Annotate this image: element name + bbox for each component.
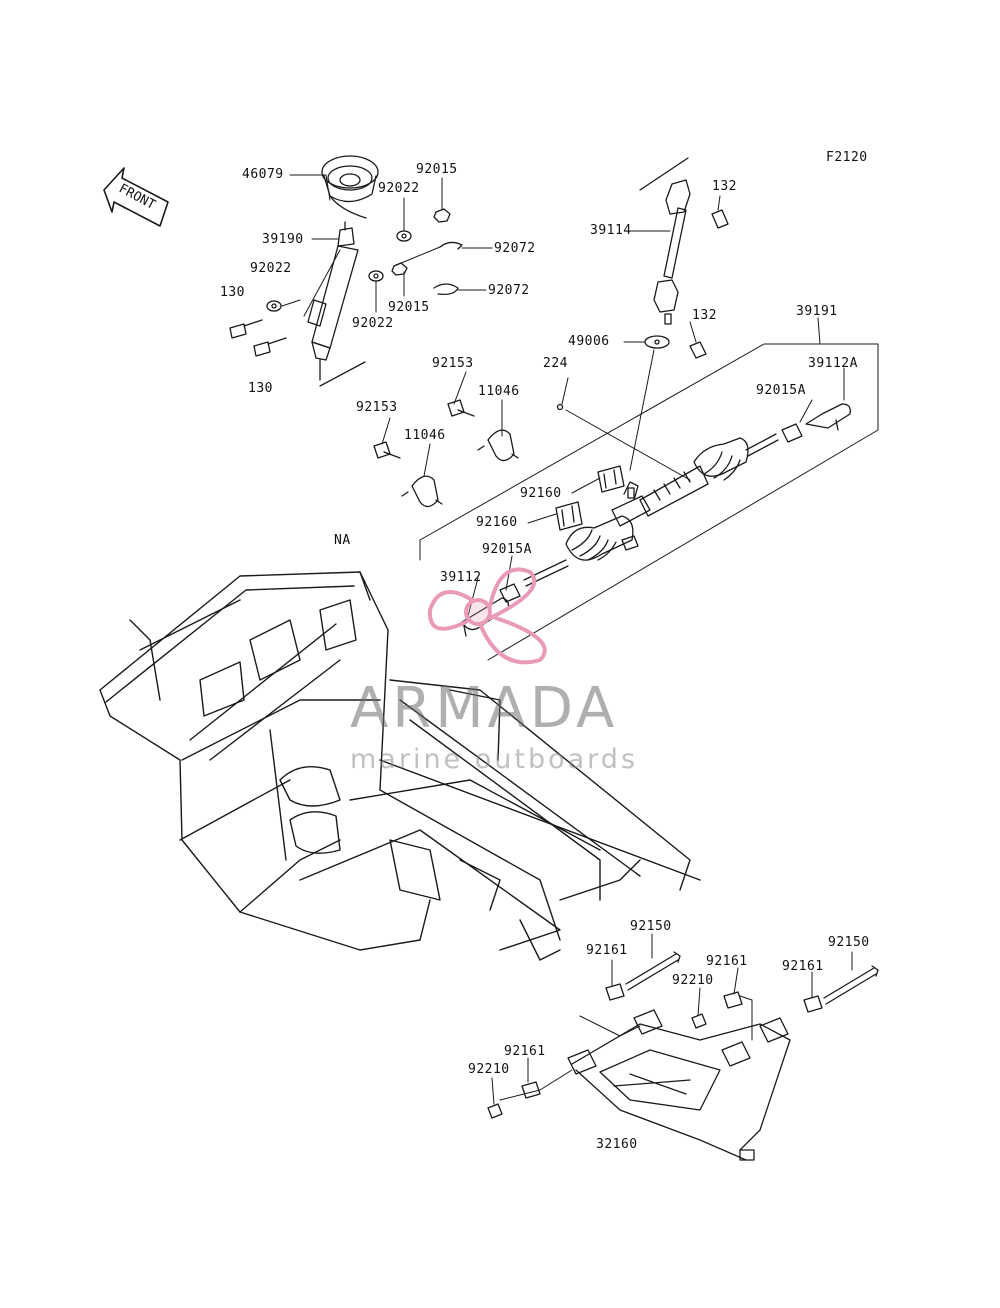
part-label-92015A: 92015A [756,383,806,398]
part-label-92072: 92072 [494,241,536,256]
part-label-130: 130 [220,285,245,300]
part-label-92150: 92150 [828,935,870,950]
main-frame [99,571,701,961]
part-label-92153: 92153 [432,356,474,371]
watermark-tagline: marine outboards [350,744,639,775]
part-label-46079: 46079 [242,167,284,182]
part-label-92161: 92161 [504,1044,546,1059]
part-label-92161: 92161 [706,954,748,969]
a-arm-bolts [487,951,879,1119]
figure-code: F2120 [826,150,868,165]
part-label-92210: 92210 [468,1062,510,1077]
leader-lines-column [281,174,493,317]
leader-lines-shaft [623,195,721,471]
part-label-92160: 92160 [520,486,562,501]
part-label-49006: 49006 [568,334,610,349]
part-label-92161: 92161 [782,959,824,974]
part-label-224: 224 [543,356,568,371]
front-arrow-icon: FRONT [103,167,169,227]
part-label-132: 132 [712,179,737,194]
column-fasteners [229,208,463,357]
rack-assembly-frame [419,317,879,661]
part-label-11046: 11046 [478,384,520,399]
part-label-11046: 11046 [404,428,446,443]
part-label-92015A: 92015A [482,542,532,557]
leader-lines-arm [491,933,853,1105]
part-label-92161: 92161 [586,943,628,958]
part-label-39112: 39112 [440,570,482,585]
propeller-icon [427,567,547,665]
part-label-92150: 92150 [630,919,672,934]
part-label-92072: 92072 [488,283,530,298]
part-label-39114: 39114 [590,223,632,238]
part-label-92022: 92022 [352,316,394,331]
part-label-39190: 39190 [262,232,304,247]
part-label-39112A: 39112A [808,356,858,371]
na-label: NA [334,533,351,548]
part-label-92210: 92210 [672,973,714,988]
part-label-92022: 92022 [378,181,420,196]
part-label-92015: 92015 [388,300,430,315]
part-label-39191: 39191 [796,304,838,319]
part-label-92153: 92153 [356,400,398,415]
part-label-92015: 92015 [416,162,458,177]
steering-column [307,221,366,387]
steering-rack [523,433,779,587]
part-label-132: 132 [692,308,717,323]
rack-bushings [373,399,625,531]
lower-a-arm [567,1009,791,1161]
part-label-92022: 92022 [250,261,292,276]
part-label-32160: 32160 [596,1137,638,1152]
part-label-92160: 92160 [476,515,518,530]
watermark-brand: ARMADA [350,676,619,741]
part-label-130: 130 [248,381,273,396]
steering-hub-cover [321,155,379,219]
